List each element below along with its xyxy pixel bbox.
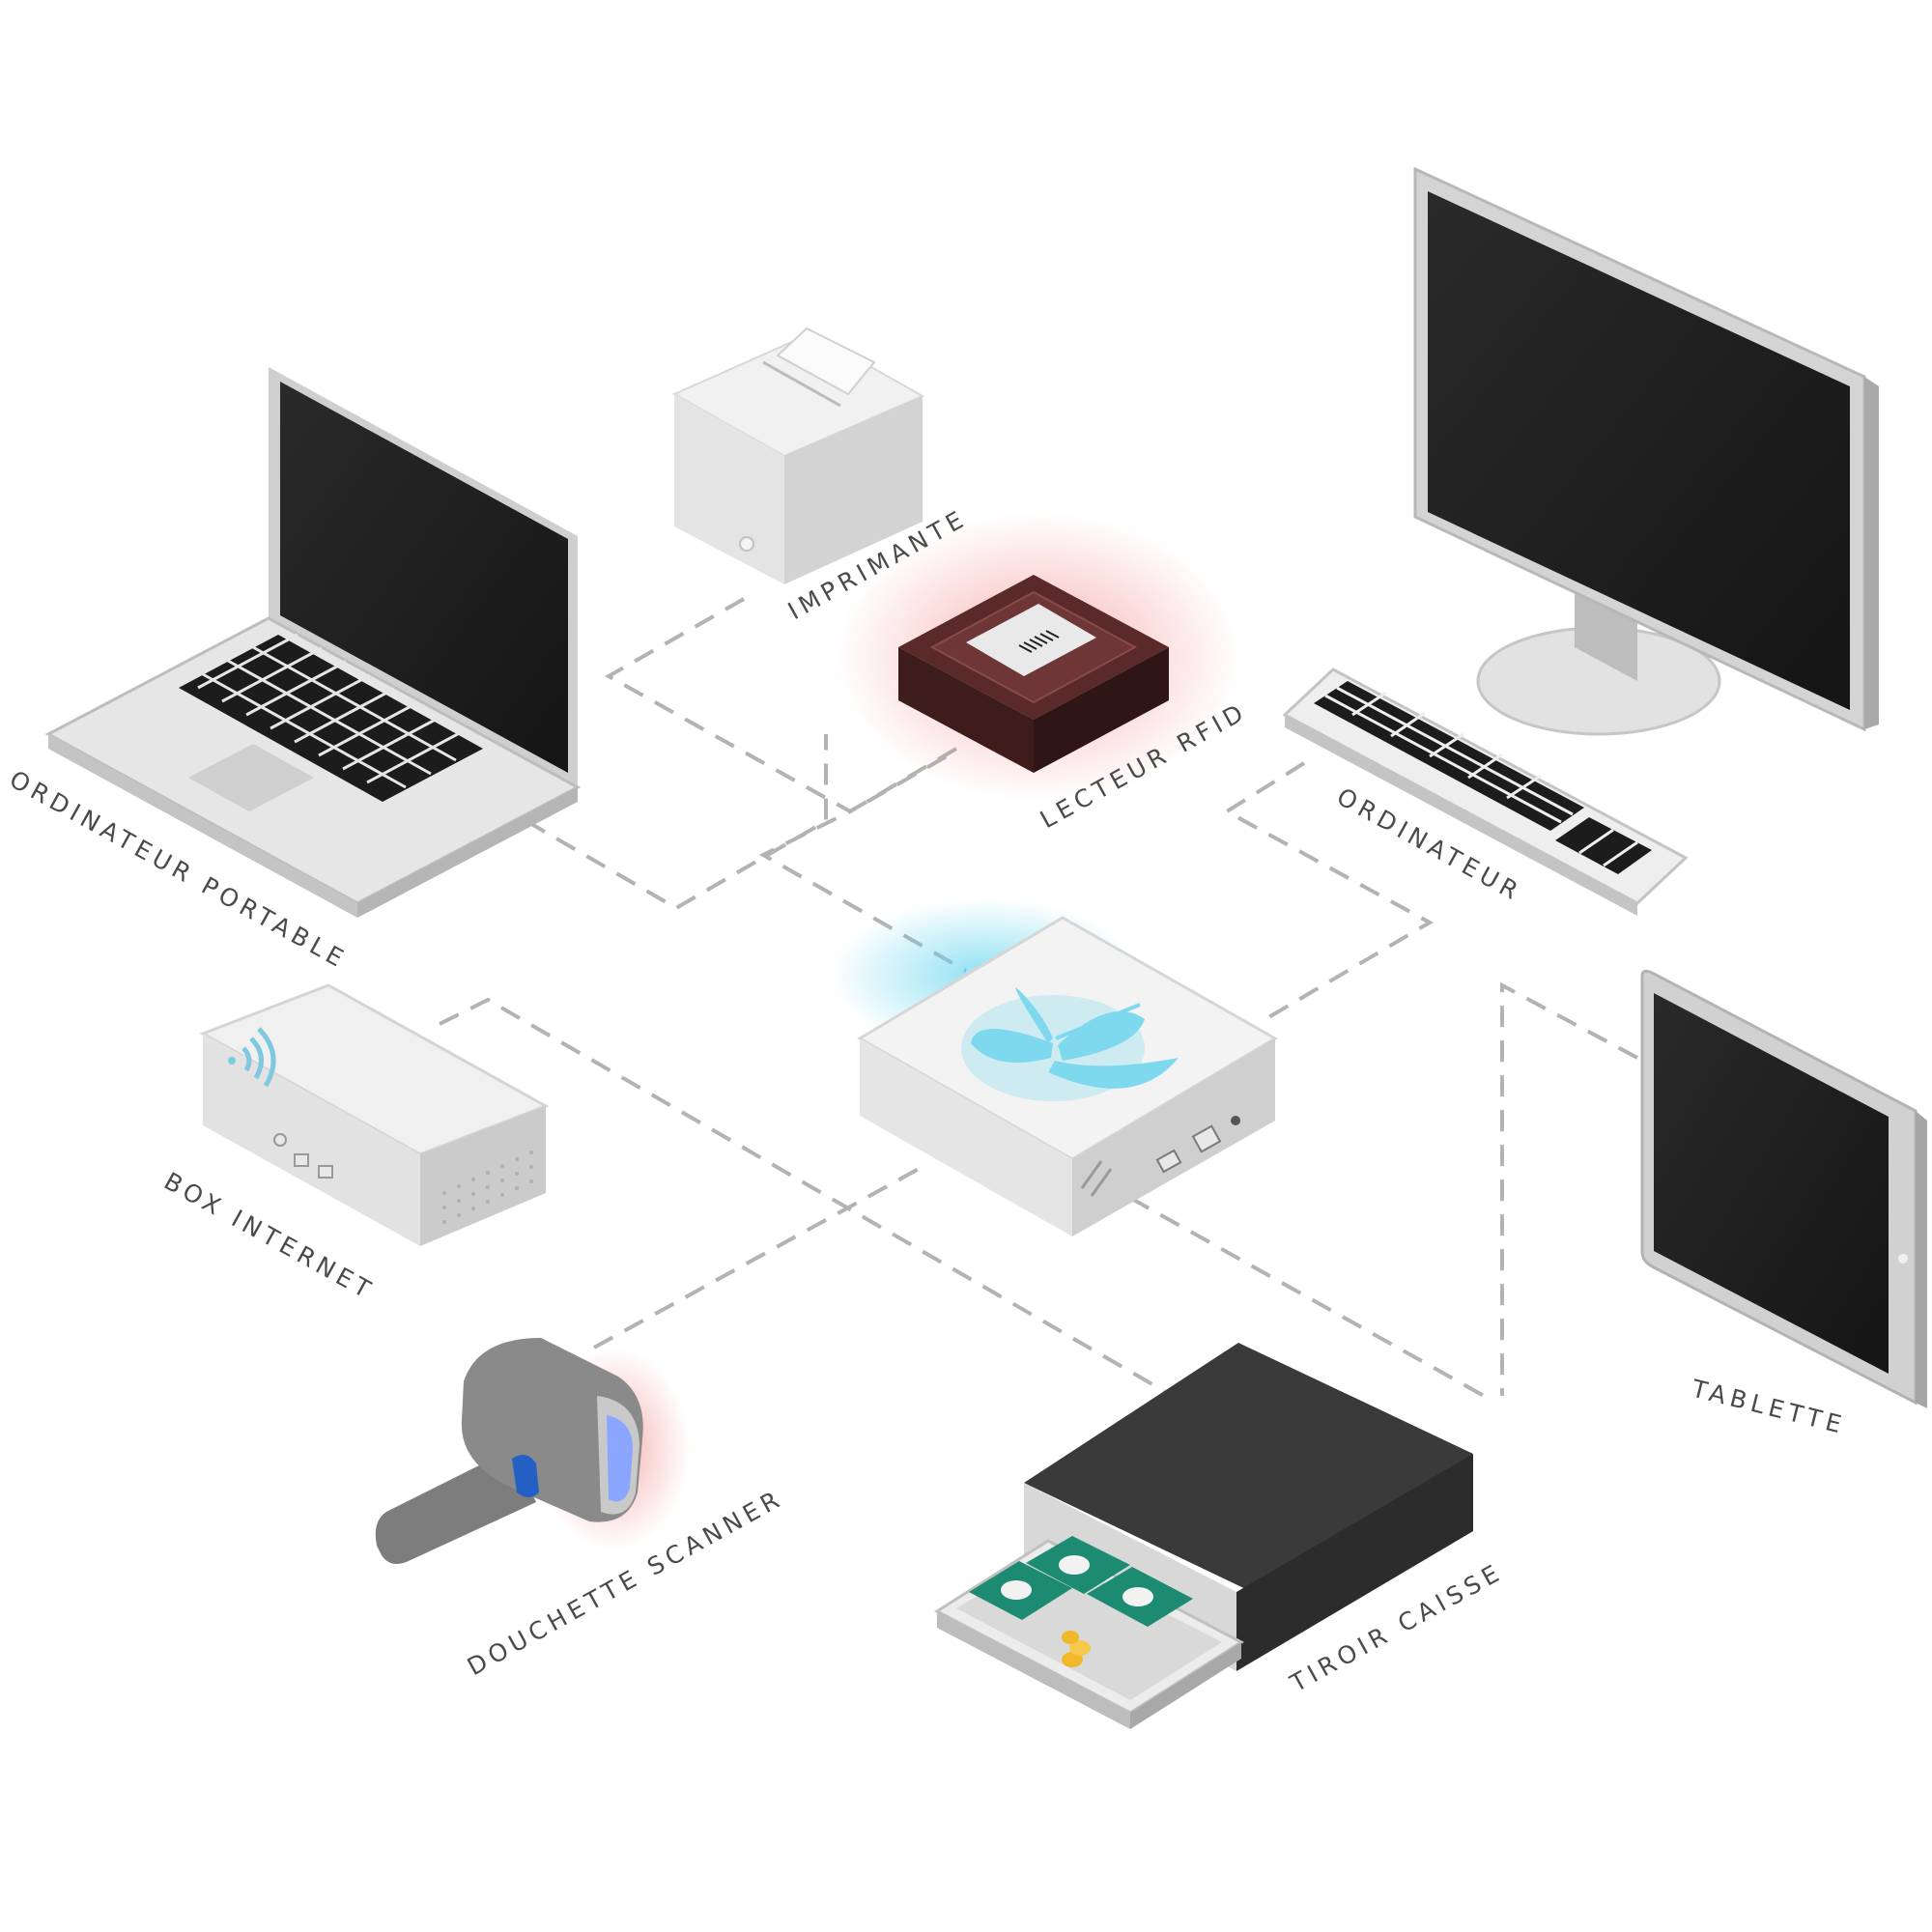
power-led <box>1231 1116 1240 1125</box>
barcode-icon <box>1018 630 1060 653</box>
vent-grille <box>442 1151 533 1224</box>
ethernet-port <box>1191 1124 1222 1153</box>
connector-tablet <box>1500 981 1638 1396</box>
scanner-window <box>607 1415 633 1502</box>
wifi-icon <box>228 1027 276 1088</box>
cash-bill <box>969 1561 1072 1620</box>
tablet-label: TABLETTE <box>1689 1374 1849 1439</box>
coins-icon <box>1062 1631 1091 1667</box>
laptop-trackpad <box>188 744 314 811</box>
barcode-scanner-device <box>375 1338 691 1564</box>
connector-laptop <box>525 734 828 911</box>
connector-scanner <box>593 1162 928 1350</box>
butterfly-icon <box>961 987 1179 1101</box>
printer-button <box>739 536 754 552</box>
usb-port <box>1155 1149 1182 1174</box>
vent-slots <box>1080 1160 1113 1197</box>
connector-desktop <box>1223 761 1435 1021</box>
tablet-device <box>1640 969 1927 1408</box>
connector-box <box>439 997 1166 1393</box>
cash-bill <box>1087 1567 1193 1627</box>
central-hub-device <box>831 898 1278 1236</box>
rfid-reader-device <box>836 512 1241 802</box>
scanner-trigger <box>512 1455 539 1497</box>
connector-drawer-right <box>1129 1196 1493 1403</box>
cash-drawer-device <box>934 1343 1473 1729</box>
printer-device <box>671 327 925 584</box>
cash-bill <box>1026 1536 1130 1594</box>
desktop-device <box>1282 166 1879 916</box>
connector-printer <box>604 597 952 814</box>
connector-lines <box>439 597 1638 1403</box>
printer-paper <box>776 327 876 396</box>
laptop-device <box>44 367 582 918</box>
internet-box-device <box>199 983 550 1246</box>
tablet-home-button <box>1898 1254 1908 1264</box>
